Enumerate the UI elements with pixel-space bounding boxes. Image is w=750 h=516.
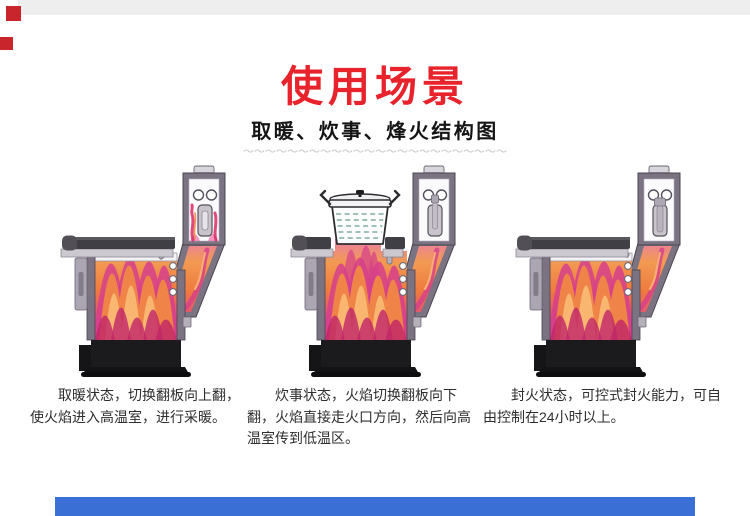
firebox-flames [95,253,177,341]
red-corner-decoration-2 [0,37,13,50]
caption-cooking: 炊事状态，火焰切换翻板向下翻，火焰直接走火口方向，然后向高温室传到低温区。 [247,387,471,447]
stove-diagram-cooking [285,165,465,380]
stove-diagram-heating [55,165,235,380]
page-subtitle: 取暖、炊事、烽火结构图 [251,121,499,144]
top-gray-bar [18,0,750,15]
red-corner-decoration-1 [6,6,21,21]
caption-heating: 取暖状态，切换翻板向上翻，使火焰进入高温室，进行采暖。 [30,387,240,425]
stove-illustration-sealed [515,165,681,377]
header: 使用场景 取暖、炊事、烽火结构图 〜〜〜〜〜〜〜〜〜〜〜〜〜〜〜〜〜〜〜〜〜〜〜… [0,63,750,159]
stove-diagram-sealed [510,165,690,380]
stove-illustration-heating [60,165,226,377]
stove-illustration-cooking [290,165,456,377]
scene-heating [55,165,235,380]
scenes-row [0,165,750,380]
scene-cooking [285,165,465,380]
bottom-blue-bar [55,497,695,516]
scene-sealed [510,165,690,380]
page-title: 使用场景 [280,63,469,110]
firebox-flames [550,253,632,341]
cooking-pot [319,189,401,245]
caption-sealed: 封火状态，可控式封火能力，可自由控制在24小时以上。 [483,387,721,425]
wavy-divider: 〜〜〜〜〜〜〜〜〜〜〜〜〜〜〜〜〜〜〜〜〜〜〜〜 [243,146,507,159]
